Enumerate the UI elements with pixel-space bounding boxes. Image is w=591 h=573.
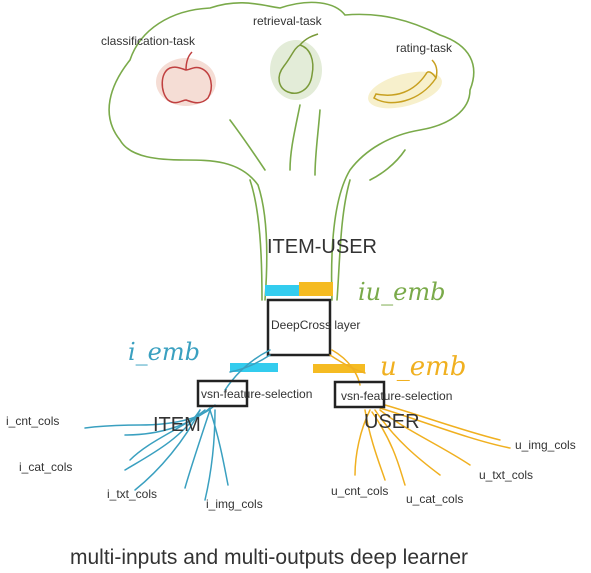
diagram-caption: multi-inputs and multi-outputs deep lear… bbox=[70, 546, 468, 569]
user-roots bbox=[329, 349, 511, 486]
i-emb-label: i_emb bbox=[128, 338, 200, 366]
iu-emb-label: iu_emb bbox=[358, 278, 445, 306]
classification-task-label: classification-task bbox=[101, 34, 196, 48]
u-emb-bar bbox=[313, 364, 365, 373]
apple-icon bbox=[156, 51, 216, 106]
i-cnt-cols-label: i_cnt_cols bbox=[6, 414, 59, 428]
u-img-cols-label: u_img_cols bbox=[515, 438, 576, 452]
tree-outline bbox=[108, 1, 475, 301]
user-vsn-label: vsn-feature-selection bbox=[341, 389, 452, 403]
user-vsn-box bbox=[333, 380, 386, 409]
item-user-label: ITEM-USER bbox=[267, 236, 377, 258]
pear-icon bbox=[270, 33, 322, 100]
u-emb-label: u_emb bbox=[380, 352, 466, 382]
u-cat-cols-label: u_cat_cols bbox=[406, 492, 463, 506]
deepcross-label: DeepCross layer bbox=[271, 318, 360, 332]
item-vsn-label: vsn-feature-selection bbox=[201, 387, 312, 401]
i-emb-bar bbox=[230, 363, 278, 372]
item-vsn-box bbox=[196, 379, 249, 408]
i-img-cols-label: i_img_cols bbox=[206, 497, 263, 511]
deepcross-box bbox=[266, 298, 332, 357]
u-txt-cols-label: u_txt_cols bbox=[479, 468, 533, 482]
i-txt-cols-label: i_txt_cols bbox=[107, 487, 157, 501]
i-cat-cols-label: i_cat_cols bbox=[19, 460, 72, 474]
banana-icon bbox=[368, 59, 442, 109]
rating-task-label: rating-task bbox=[396, 41, 453, 55]
iu-emb-user-bar bbox=[299, 282, 333, 296]
u-cnt-cols-label: u_cnt_cols bbox=[331, 484, 388, 498]
retrieval-task-label: retrieval-task bbox=[253, 14, 323, 28]
iu-emb-item-bar bbox=[265, 285, 299, 296]
item-branch-label: ITEM bbox=[153, 414, 201, 436]
user-branch-label: USER bbox=[364, 411, 420, 433]
item-roots bbox=[84, 349, 271, 501]
